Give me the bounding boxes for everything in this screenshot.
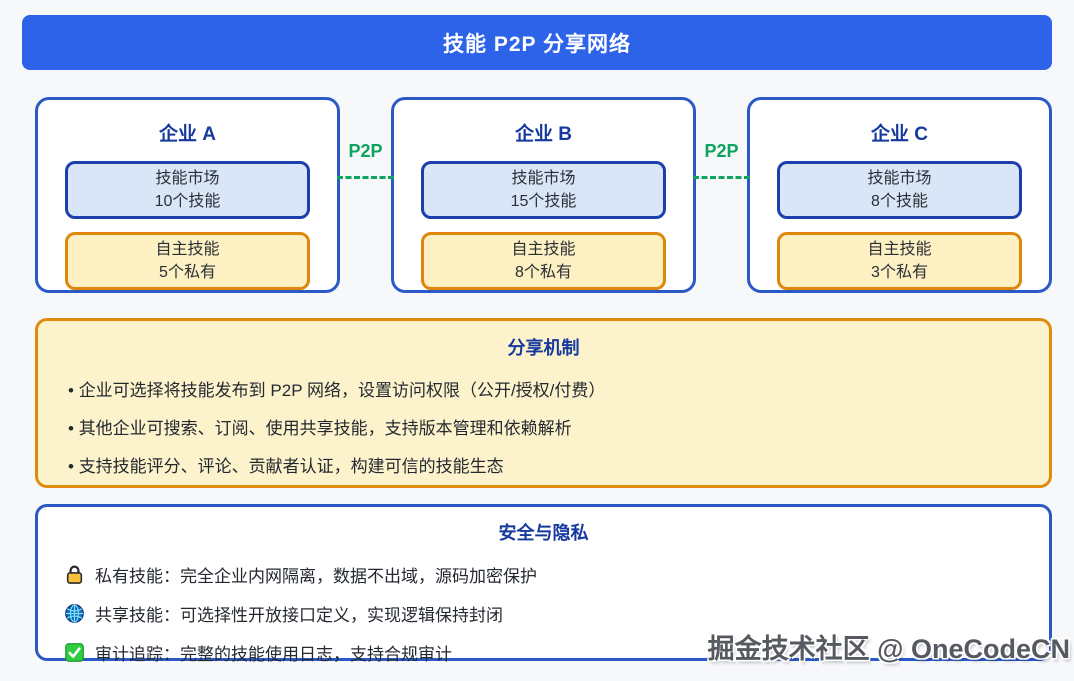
- enterprise-row: 企业 A 技能市场 10个技能 自主技能 5个私有 P2P 企业 B 技能市场 …: [35, 97, 1052, 293]
- skill-market-count: 10个技能: [154, 193, 221, 210]
- private-skills-box: 自主技能 5个私有: [65, 232, 310, 290]
- enterprise-name: 企业 A: [158, 124, 216, 145]
- p2p-connector: P2P: [693, 97, 750, 293]
- watermark: 掘金技术社区 @ OneCodeCN: [707, 634, 1070, 664]
- share-bullet: 企业可选择将技能发布到 P2P 网络，设置访问权限（公开/授权/付费）: [68, 380, 1019, 401]
- skill-market-title: 技能市场: [867, 169, 932, 187]
- share-bullet-list: 企业可选择将技能发布到 P2P 网络，设置访问权限（公开/授权/付费） 其他企业…: [68, 380, 1019, 477]
- private-skills-title: 自主技能: [867, 240, 932, 258]
- enterprise-card-b: 企业 B 技能市场 15个技能 自主技能 8个私有: [391, 97, 696, 293]
- share-panel-title: 分享机制: [507, 338, 580, 358]
- enterprise-name: 企业 B: [514, 124, 572, 145]
- enterprise-card-c: 企业 C 技能市场 8个技能 自主技能 3个私有: [747, 97, 1052, 293]
- p2p-dashed-line: [337, 176, 394, 179]
- private-skills-count: 5个私有: [159, 264, 216, 281]
- skill-market-title: 技能市场: [511, 169, 576, 187]
- skill-market-title: 技能市场: [155, 169, 220, 187]
- private-skills-count: 8个私有: [515, 264, 572, 281]
- skill-market-count: 8个技能: [871, 193, 928, 210]
- share-bullet: 支持技能评分、评论、贡献者认证，构建可信的技能生态: [68, 456, 1019, 477]
- security-item-audit: 审计追踪：完整的技能使用日志，支持合规审计: [64, 641, 1023, 664]
- skill-market-box: 技能市场 10个技能: [65, 161, 310, 219]
- skill-market-count: 15个技能: [510, 193, 577, 210]
- security-item-text: 共享技能：可选择性开放接口定义，实现逻辑保持封闭: [95, 605, 503, 625]
- security-item-text: 私有技能：完全企业内网隔离，数据不出域，源码加密保护: [95, 566, 537, 586]
- security-privacy-panel: 安全与隐私 私有技能：完全企业内网隔离，数据不出域，源码加密保护: [35, 504, 1052, 664]
- private-skills-count: 3个私有: [871, 264, 928, 281]
- private-skills-title: 自主技能: [155, 240, 220, 258]
- network-title-bar: 技能 P2P 分享网络: [22, 15, 1052, 70]
- globe-icon: [64, 603, 85, 624]
- security-panel-title: 安全与隐私: [498, 523, 589, 543]
- skill-market-box: 技能市场 8个技能: [777, 161, 1022, 219]
- check-icon: [64, 642, 85, 663]
- enterprise-name: 企业 C: [870, 124, 928, 145]
- p2p-label: P2P: [704, 141, 739, 161]
- security-item-text: 审计追踪：完整的技能使用日志，支持合规审计: [95, 644, 452, 664]
- p2p-dashed-line: [693, 176, 750, 179]
- lock-icon: [64, 564, 85, 585]
- private-skills-box: 自主技能 3个私有: [777, 232, 1022, 290]
- private-skills-title: 自主技能: [511, 240, 576, 258]
- share-bullet: 其他企业可搜索、订阅、使用共享技能，支持版本管理和依赖解析: [68, 418, 1019, 439]
- skill-market-box: 技能市场 15个技能: [421, 161, 666, 219]
- share-mechanism-panel: 分享机制 企业可选择将技能发布到 P2P 网络，设置访问权限（公开/授权/付费）…: [35, 318, 1052, 488]
- security-item-shared: 共享技能：可选择性开放接口定义，实现逻辑保持封闭: [64, 602, 1023, 625]
- security-item-list: 私有技能：完全企业内网隔离，数据不出域，源码加密保护: [64, 563, 1023, 664]
- p2p-label: P2P: [348, 141, 383, 161]
- security-item-private: 私有技能：完全企业内网隔离，数据不出域，源码加密保护: [64, 563, 1023, 586]
- p2p-connector: P2P: [337, 97, 394, 293]
- private-skills-box: 自主技能 8个私有: [421, 232, 666, 290]
- enterprise-card-a: 企业 A 技能市场 10个技能 自主技能 5个私有: [35, 97, 340, 293]
- page-title: 技能 P2P 分享网络: [443, 32, 631, 56]
